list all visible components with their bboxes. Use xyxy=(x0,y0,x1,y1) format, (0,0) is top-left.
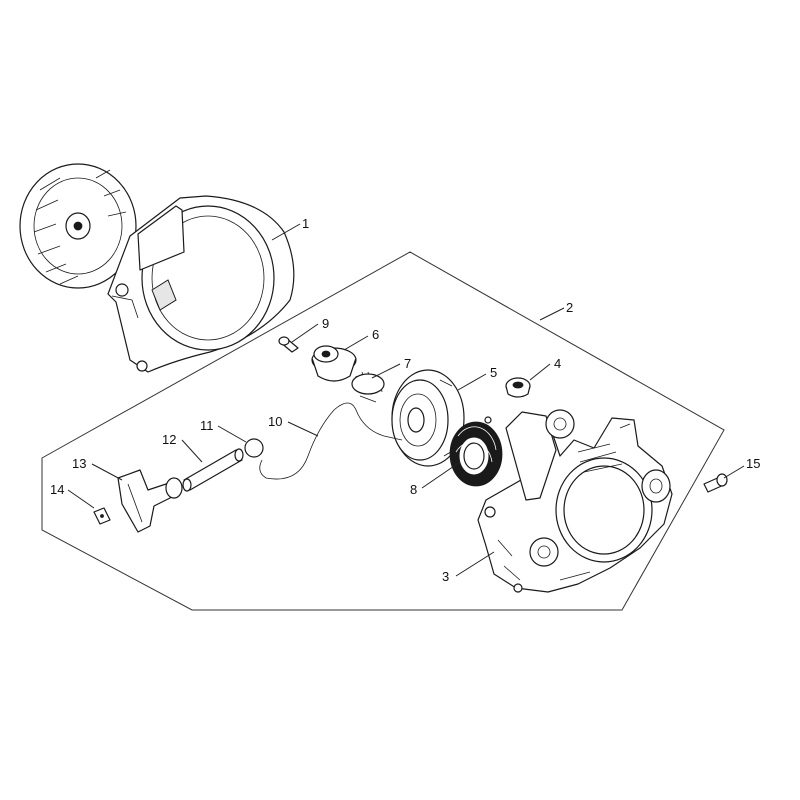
callout-15: 15 xyxy=(746,456,760,471)
callout-labels: 1 2 3 4 5 6 7 8 9 10 11 12 13 14 15 xyxy=(50,216,760,584)
callout-6: 6 xyxy=(372,327,379,342)
callout-7: 7 xyxy=(404,356,411,371)
bushing xyxy=(505,377,531,398)
leader-lines xyxy=(67,223,745,577)
spring xyxy=(351,371,385,403)
callout-3: 3 xyxy=(442,569,449,584)
starter-rope xyxy=(259,402,403,480)
screw xyxy=(278,336,299,353)
callout-11: 11 xyxy=(200,418,214,433)
fan-housing xyxy=(107,195,295,373)
callout-12: 12 xyxy=(162,432,176,447)
callout-14: 14 xyxy=(50,482,64,497)
housing-screw xyxy=(703,473,728,493)
callout-8: 8 xyxy=(410,482,417,497)
assembly-frame xyxy=(41,251,725,611)
spring-cassette xyxy=(449,416,503,487)
rope-guide-ball xyxy=(244,438,264,458)
callout-13: 13 xyxy=(72,456,86,471)
pulley-hub xyxy=(311,345,357,382)
handle-sleeve xyxy=(182,448,244,492)
starter-housing xyxy=(477,409,673,593)
rope-clip xyxy=(93,507,111,525)
rope-pulley xyxy=(391,369,465,467)
callout-9: 9 xyxy=(322,316,329,331)
starter-handle xyxy=(117,469,183,533)
callout-2: 2 xyxy=(566,300,573,315)
callout-5: 5 xyxy=(490,365,497,380)
callout-10: 10 xyxy=(268,414,282,429)
flywheel xyxy=(19,163,137,289)
callout-1: 1 xyxy=(302,216,309,231)
callout-4: 4 xyxy=(554,356,561,371)
